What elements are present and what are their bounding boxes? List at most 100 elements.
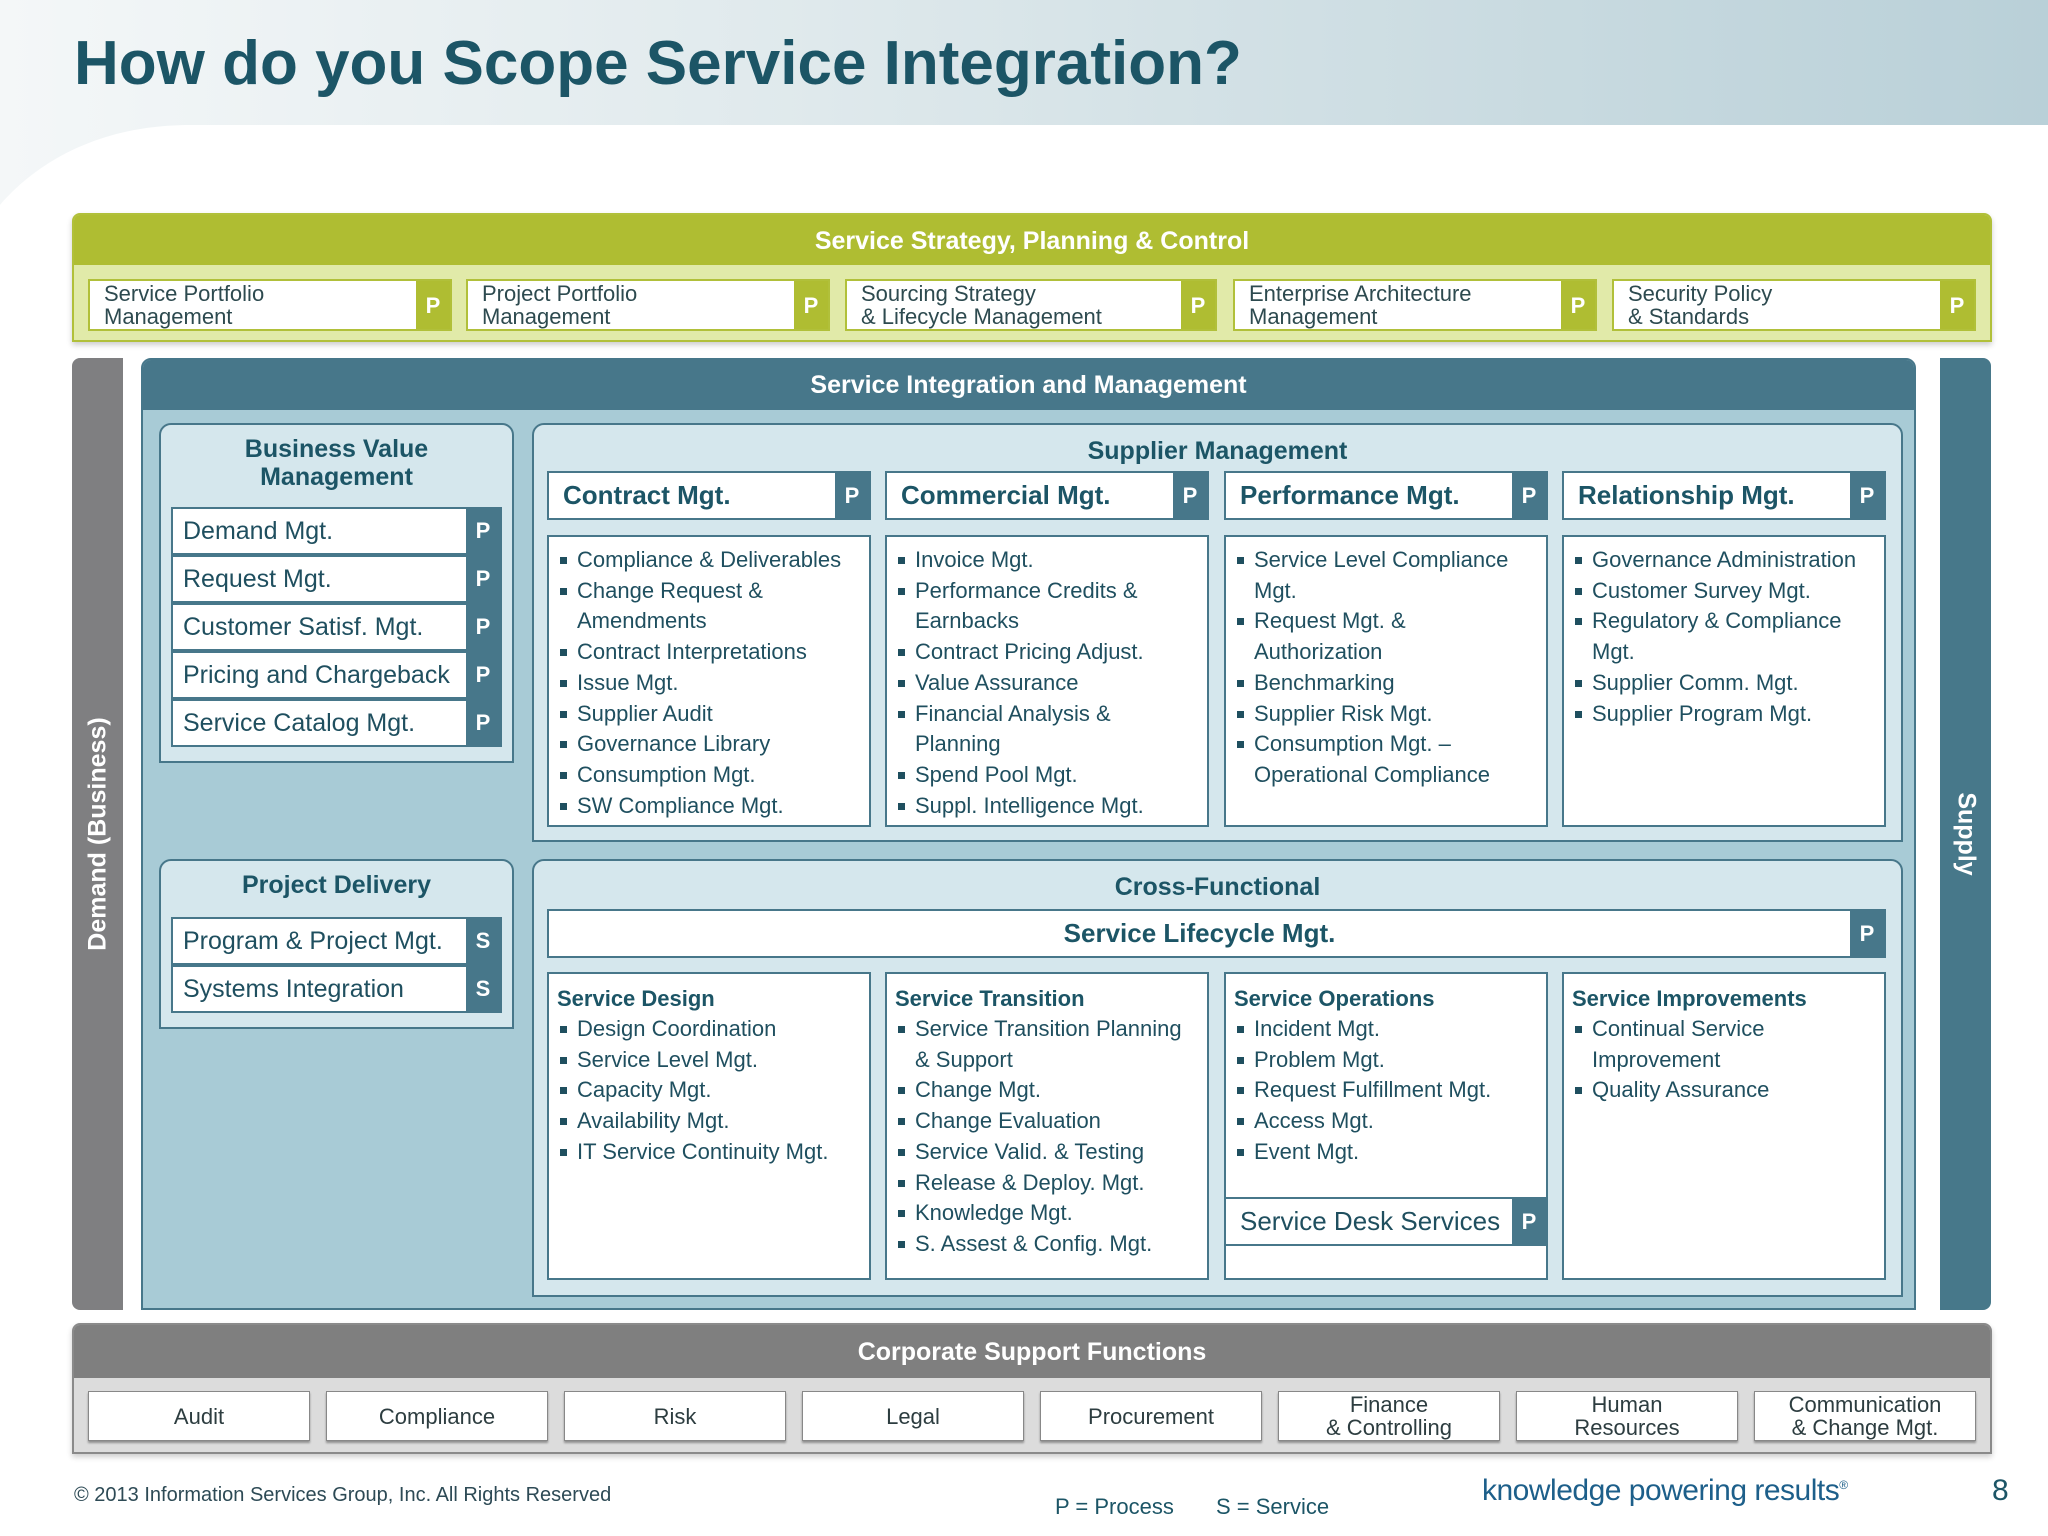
supplier-column-header[interactable]: Relationship Mgt. P bbox=[1562, 471, 1886, 520]
tagline-text: knowledge powering results bbox=[1482, 1474, 1840, 1507]
cross-functional-column-title: Service Design bbox=[557, 986, 715, 1011]
process-tag: P bbox=[466, 509, 500, 553]
cross-functional-column-title: Service Improvements bbox=[1572, 986, 1807, 1011]
process-tag: P bbox=[1940, 281, 1974, 329]
supply-bar: Supply bbox=[1940, 358, 1991, 1310]
list-item: Quality Assurance bbox=[1572, 1075, 1876, 1106]
process-tag: P bbox=[466, 605, 500, 649]
process-tag: P bbox=[466, 653, 500, 697]
strategy-item[interactable]: Project Portfolio Management P bbox=[466, 279, 830, 331]
strategy-item-label: Enterprise Architecture Management bbox=[1249, 281, 1472, 329]
corporate-item[interactable]: Procurement bbox=[1040, 1391, 1262, 1441]
service-lifecycle-item[interactable]: Service Lifecycle Mgt. P bbox=[547, 909, 1886, 958]
project-delivery-panel: Project Delivery Program & Project Mgt.S… bbox=[159, 859, 514, 1029]
list-item: Customer Survey Mgt. bbox=[1572, 576, 1876, 607]
supplier-column-header[interactable]: Performance Mgt.P bbox=[1224, 471, 1548, 520]
business-value-item-label: Pricing and Chargeback bbox=[183, 661, 450, 689]
list-item: Service Transition Planning & Support bbox=[895, 1014, 1199, 1075]
list-item: Continual Service Improvement bbox=[1572, 1014, 1876, 1075]
strategy-item[interactable]: Sourcing Strategy & Lifecycle Management… bbox=[845, 279, 1217, 331]
supplier-column-header[interactable]: Contract Mgt.P bbox=[547, 471, 871, 520]
list-item: Supplier Audit bbox=[557, 699, 861, 730]
process-tag: P bbox=[466, 701, 500, 745]
list-item: Benchmarking bbox=[1234, 668, 1538, 699]
corporate-item[interactable]: Finance & Controlling bbox=[1278, 1391, 1500, 1441]
list-item: Event Mgt. bbox=[1234, 1137, 1538, 1168]
cross-functional-column-title: Service Operations bbox=[1234, 986, 1435, 1011]
process-tag: P bbox=[794, 281, 828, 329]
corporate-item[interactable]: Compliance bbox=[326, 1391, 548, 1441]
corporate-item[interactable]: Audit bbox=[88, 1391, 310, 1441]
list-item: Capacity Mgt. bbox=[557, 1075, 861, 1106]
service-lifecycle-label: Service Lifecycle Mgt. bbox=[1063, 918, 1336, 948]
business-value-item[interactable]: Request Mgt.P bbox=[171, 555, 502, 603]
strategy-title: Service Strategy, Planning & Control bbox=[74, 215, 1990, 265]
list-item: Availability Mgt. bbox=[557, 1106, 861, 1137]
list-item: S. Assest & Config. Mgt. bbox=[895, 1229, 1199, 1260]
business-value-item-label: Service Catalog Mgt. bbox=[183, 709, 416, 737]
list-item: Value Assurance bbox=[895, 668, 1199, 699]
process-tag: P bbox=[1181, 281, 1215, 329]
project-delivery-item-label: Program & Project Mgt. bbox=[183, 927, 443, 955]
list-item: Access Mgt. bbox=[1234, 1106, 1538, 1137]
list-item: Change Mgt. bbox=[895, 1075, 1199, 1106]
list-item: Issue Mgt. bbox=[557, 668, 861, 699]
corporate-item[interactable]: Human Resources bbox=[1516, 1391, 1738, 1441]
service-tag: S bbox=[466, 967, 500, 1011]
list-item: Contract Pricing Adjust. bbox=[895, 637, 1199, 668]
supplier-column-header[interactable]: Commercial Mgt.P bbox=[885, 471, 1209, 520]
list-item: Knowledge Mgt. bbox=[895, 1198, 1199, 1229]
list-item: Supplier Program Mgt. bbox=[1572, 699, 1876, 730]
list-item: Consumption Mgt. – Operational Complianc… bbox=[1234, 729, 1538, 790]
service-tag: S bbox=[466, 919, 500, 963]
list-item: Problem Mgt. bbox=[1234, 1045, 1538, 1076]
list-item: Financial Analysis & Planning bbox=[895, 699, 1199, 760]
list-item: Change Request & Amendments bbox=[557, 576, 861, 637]
business-value-item-label: Demand Mgt. bbox=[183, 517, 334, 545]
supplier-column-label: Relationship Mgt. bbox=[1578, 480, 1795, 510]
service-desk-label: Service Desk Services bbox=[1240, 1206, 1501, 1236]
corporate-item[interactable]: Legal bbox=[802, 1391, 1024, 1441]
page-title: How do you Scope Service Integration? bbox=[74, 29, 1242, 98]
list-item: Service Valid. & Testing bbox=[895, 1137, 1199, 1168]
strategy-item-label: Project Portfolio Management bbox=[482, 281, 638, 329]
project-delivery-item[interactable]: Systems Integration S bbox=[171, 965, 502, 1013]
business-value-item[interactable]: Service Catalog Mgt. P bbox=[171, 699, 502, 747]
list-item: Request Mgt. & Authorization bbox=[1234, 606, 1538, 667]
cross-functional-column-title: Service Transition bbox=[895, 986, 1085, 1011]
registered-mark: ® bbox=[1839, 1478, 1848, 1492]
supplier-list: Invoice Mgt.Performance Credits & Earnba… bbox=[885, 535, 1209, 827]
list-item: Change Evaluation bbox=[895, 1106, 1199, 1137]
demand-label: Demand (Business) bbox=[83, 717, 111, 951]
legend-service: S = Service bbox=[1216, 1494, 1330, 1519]
service-desk-item[interactable]: Service Desk Services P bbox=[1224, 1197, 1548, 1246]
integration-title: Service Integration and Management bbox=[143, 360, 1914, 410]
project-delivery-item[interactable]: Program & Project Mgt. S bbox=[171, 917, 502, 965]
strategy-item-label: Service Portfolio Management bbox=[104, 281, 265, 329]
process-tag: P bbox=[1850, 911, 1884, 956]
business-value-item[interactable]: Demand Mgt. P bbox=[171, 507, 502, 555]
tagline: knowledge powering results® bbox=[1482, 1474, 1848, 1508]
list-item: Performance Credits & Earnbacks bbox=[895, 576, 1199, 637]
page-number: 8 bbox=[1992, 1474, 2009, 1507]
business-value-title: Business Value Management bbox=[244, 435, 429, 491]
list-item: Release & Deploy. Mgt. bbox=[895, 1168, 1199, 1199]
process-tag: P bbox=[1512, 1199, 1546, 1244]
corporate-item[interactable]: Risk bbox=[564, 1391, 786, 1441]
business-value-item[interactable]: Customer Satisf. Mgt.P bbox=[171, 603, 502, 651]
legend-process: P = Process bbox=[1055, 1494, 1174, 1519]
strategy-section: Service Strategy, Planning & Control Ser… bbox=[72, 213, 1992, 342]
list-item: Service Level Mgt. bbox=[557, 1045, 861, 1076]
process-tag: P bbox=[1850, 473, 1884, 518]
corporate-item[interactable]: Communication & Change Mgt. bbox=[1754, 1391, 1976, 1441]
project-delivery-item-label: Systems Integration bbox=[183, 975, 404, 1003]
business-value-item[interactable]: Pricing and Chargeback P bbox=[171, 651, 502, 699]
supplier-column-label: Commercial Mgt. bbox=[901, 480, 1111, 510]
